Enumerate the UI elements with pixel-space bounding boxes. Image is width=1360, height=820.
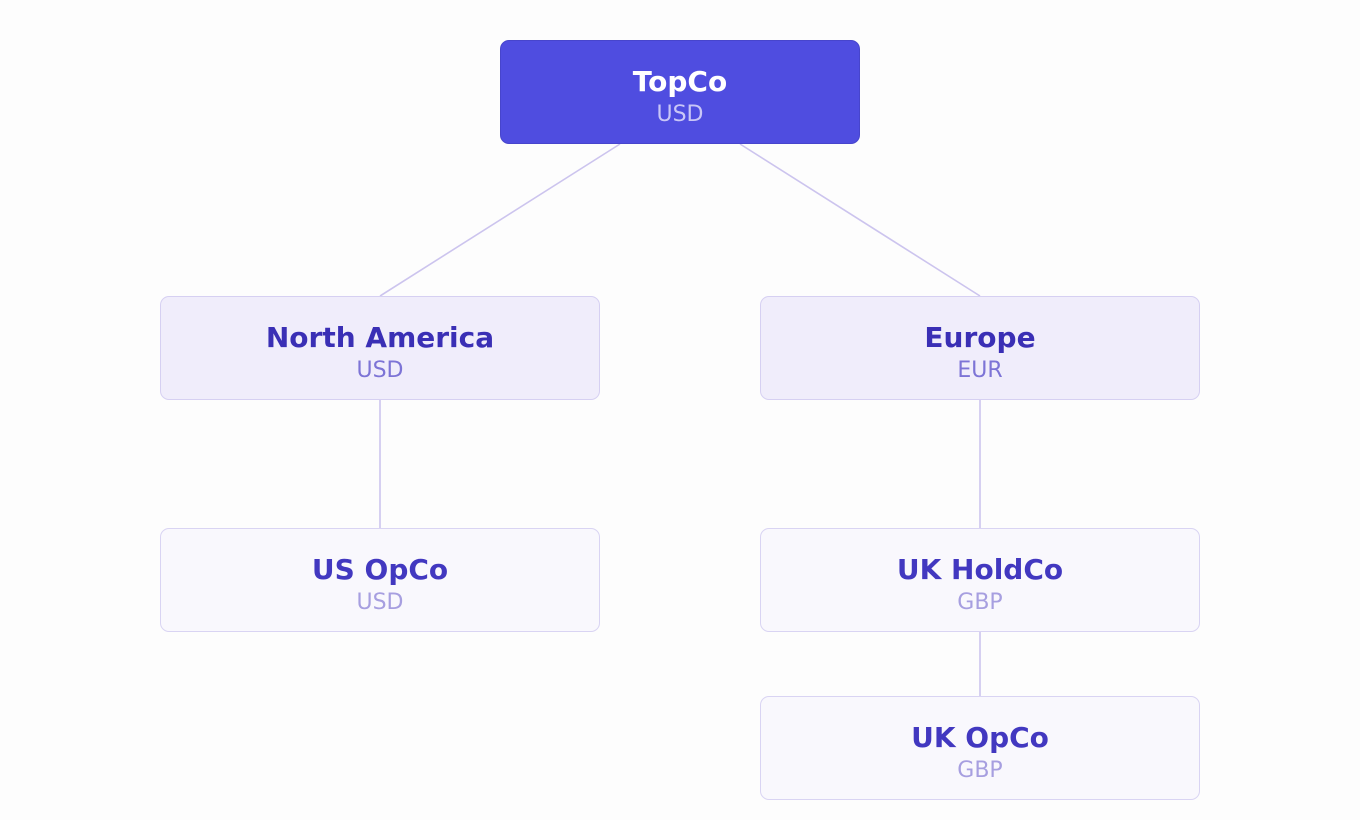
node-currency: EUR — [957, 358, 1003, 383]
node-currency: USD — [356, 358, 404, 383]
node-currency: USD — [356, 590, 404, 615]
connector-root-north-america — [379, 143, 621, 297]
node-uk-holdco[interactable]: UK HoldCo GBP — [760, 528, 1200, 632]
node-name: UK OpCo — [911, 721, 1049, 754]
node-topco[interactable]: TopCo USD — [500, 40, 860, 144]
node-name: TopCo — [632, 65, 728, 98]
node-name: UK HoldCo — [896, 553, 1064, 586]
node-europe[interactable]: Europe EUR — [760, 296, 1200, 400]
node-north-america[interactable]: North America USD — [160, 296, 600, 400]
node-name: US OpCo — [311, 553, 449, 586]
node-us-opco[interactable]: US OpCo USD — [160, 528, 600, 632]
connector-root-europe — [739, 143, 981, 297]
node-currency: GBP — [957, 758, 1003, 783]
node-name: North America — [265, 321, 495, 354]
node-name: Europe — [924, 321, 1036, 354]
node-uk-opco[interactable]: UK OpCo GBP — [760, 696, 1200, 800]
node-currency: GBP — [957, 590, 1003, 615]
node-currency: USD — [656, 102, 704, 127]
